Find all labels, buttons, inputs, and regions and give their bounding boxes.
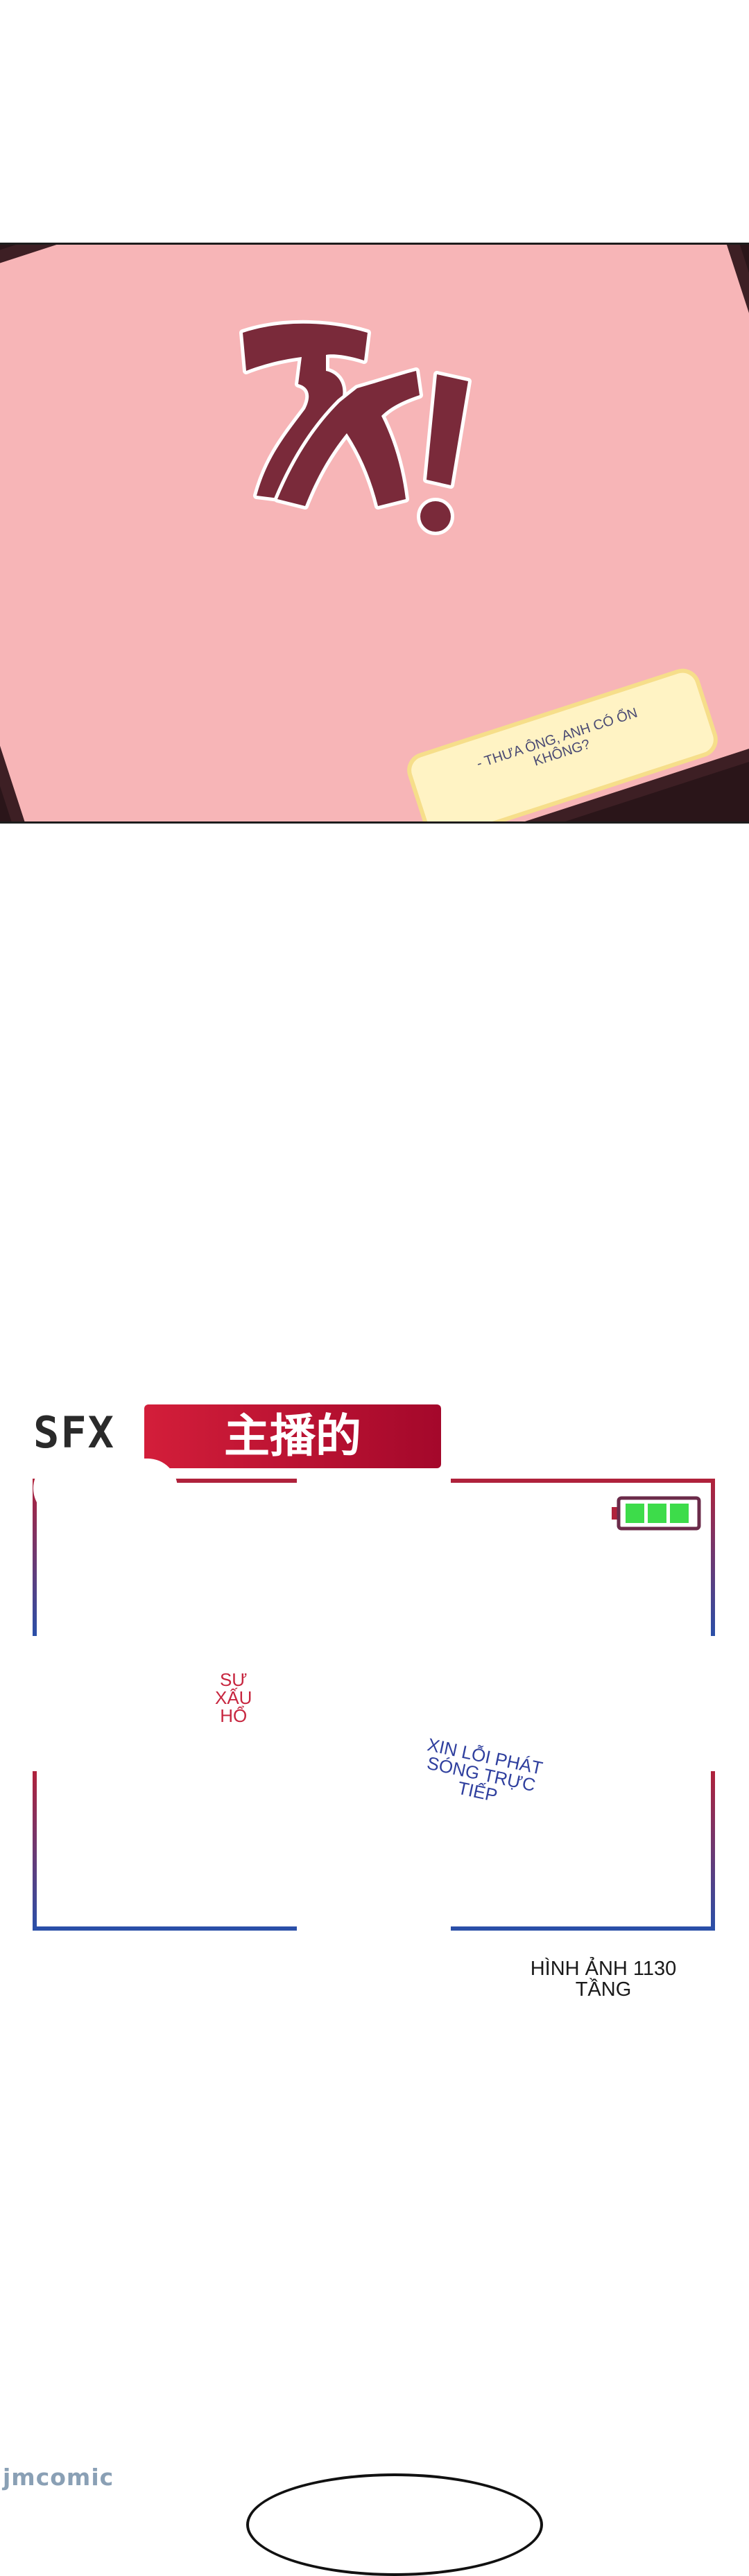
watermark-logo: jmcomic xyxy=(3,2464,114,2491)
sfx-translation: SƯ XẤU HỔ xyxy=(215,1671,252,1725)
viewfinder-corner-bottom-left xyxy=(33,1771,297,1931)
stream-host-tag: 主播的 xyxy=(144,1404,441,1468)
camera-viewfinder-frame xyxy=(33,1479,715,1931)
caption-note: HÌNH ẢNH 1130 TẦNG xyxy=(513,1958,694,2000)
sfx-translation-line: SƯ xyxy=(219,1669,248,1690)
caption-line: TẦNG xyxy=(575,1978,632,2001)
speech-tail-blob xyxy=(33,1459,178,1518)
comic-panel-phone-screen: - THƯA ÔNG, ANH CÓ ỔN KHÔNG? xyxy=(0,243,749,824)
viewfinder-corners xyxy=(33,1479,715,1931)
battery-icon xyxy=(612,1496,701,1531)
character-head-outline xyxy=(246,2473,543,2576)
sfx-label: SFX xyxy=(33,1407,115,1458)
sfx-translation-line: HỔ xyxy=(220,1705,248,1726)
viewfinder-corner-top-right xyxy=(451,1479,715,1636)
caption-line: HÌNH ẢNH 1130 xyxy=(530,1958,677,1980)
sfx-translation-line: XẤU xyxy=(215,1687,252,1708)
viewfinder-corner-bottom-right xyxy=(451,1771,715,1931)
sfx-kiss-sound-glyph xyxy=(239,320,472,535)
